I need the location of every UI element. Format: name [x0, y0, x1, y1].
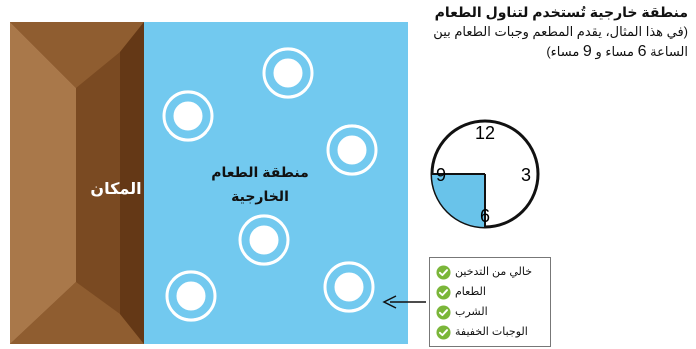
title-block: منطقة خارجية تُستخدم لتناول الطعام (في ه… [404, 2, 688, 62]
dining-area-label-line2: الخارجية [231, 188, 289, 204]
title-note-end-hour: 9 [582, 43, 592, 60]
legend-item: خالي من التدخين [436, 262, 544, 282]
dining-area-label-line1: منطقة الطعام [211, 164, 309, 180]
title-note-start-hour: 6 [637, 43, 647, 60]
clock-number-3: 3 [521, 165, 531, 185]
check-icon [436, 324, 451, 340]
dining-area-label: منطقة الطعام الخارجية [206, 160, 314, 208]
table-icon [323, 261, 375, 313]
clock-number-9: 9 [436, 165, 446, 185]
title-note-line2: الساعة 6 مساء و 9 مساء) [404, 42, 688, 62]
table-icon [326, 124, 378, 176]
legend-label: خالي من التدخين [455, 266, 533, 278]
table-icon [238, 214, 290, 266]
tables-group [162, 47, 378, 322]
clock-number-12: 12 [475, 123, 495, 143]
title-note-mid: مساء و [595, 44, 634, 59]
venue-roof-left [10, 22, 76, 344]
legend-label: الوجبات الخفيفة [455, 326, 528, 338]
legend-item: الطعام [436, 282, 544, 302]
venue-roof-top [10, 22, 144, 88]
table-icon [165, 270, 217, 322]
clock-number-6: 6 [480, 206, 490, 226]
service-hours-sector [432, 174, 485, 227]
check-icon [436, 264, 451, 280]
table-icon [262, 47, 314, 99]
venue-label: المكان [90, 181, 142, 198]
legend-label: الطعام [455, 286, 486, 298]
table-icon [162, 90, 214, 142]
title-note-suffix: مساء) [546, 44, 580, 59]
venue-roof-bottom [10, 282, 144, 344]
venue-roof-right-edge [120, 22, 144, 344]
clock-icon: 12 3 6 9 [430, 119, 540, 229]
legend-item: الوجبات الخفيفة [436, 322, 544, 342]
check-icon [436, 284, 451, 300]
arrow-left-icon [382, 295, 426, 309]
amenities-legend: خالي من التدخين الطعام الشرب الوجبات الخ… [429, 257, 551, 347]
title-note-line1: (في هذا المثال، يقدم المطعم وجبات الطعام… [433, 24, 688, 39]
title-note-prefix: الساعة [650, 44, 688, 59]
legend-item: الشرب [436, 302, 544, 322]
check-icon [436, 304, 451, 320]
page-title: منطقة خارجية تُستخدم لتناول الطعام [434, 4, 688, 20]
legend-label: الشرب [455, 306, 488, 318]
